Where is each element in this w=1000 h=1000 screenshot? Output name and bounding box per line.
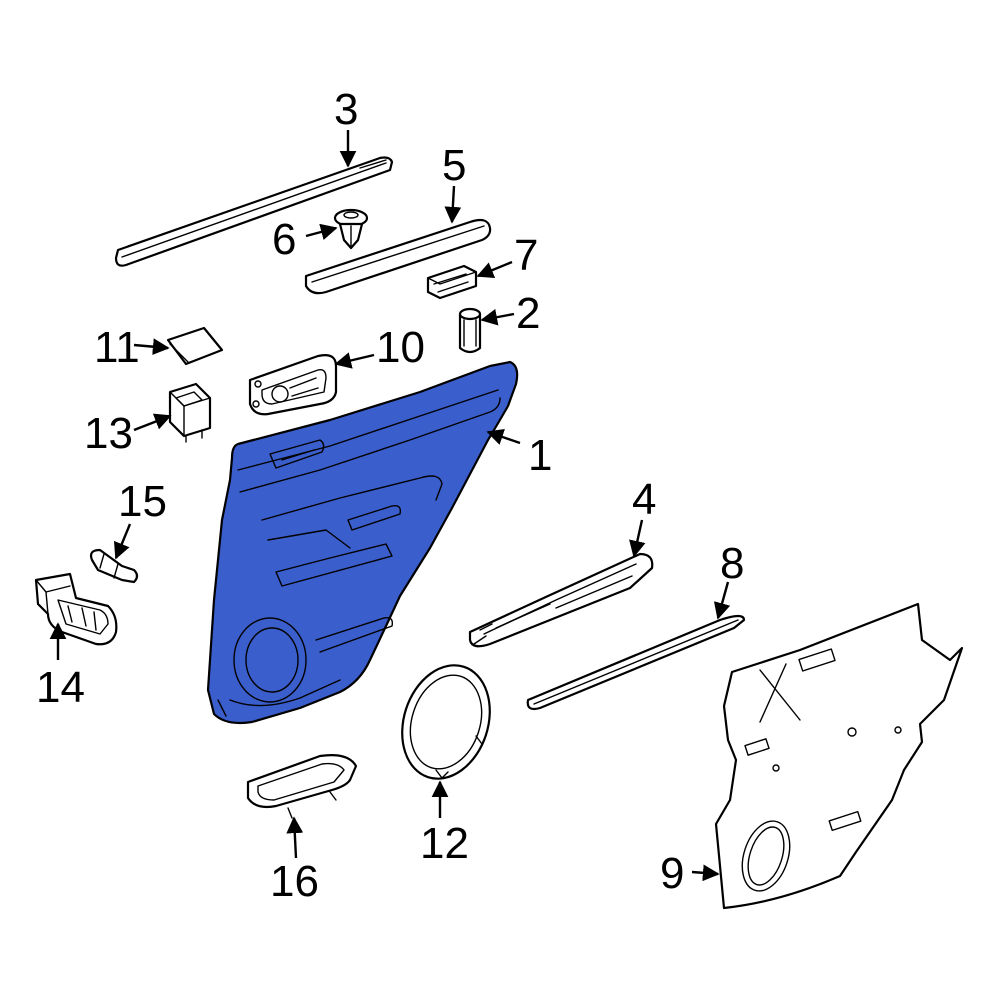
leader-lines [49,130,731,882]
leader-2 [480,308,515,326]
leader-7 [476,260,513,279]
part-7-bracket [426,264,478,300]
callout-3: 3 [334,85,358,134]
part-9-water-shield [714,602,964,910]
callout-5: 5 [442,141,466,190]
part-13-switch [168,382,212,443]
leader-11 [133,338,170,356]
part-4-armrest [468,552,654,648]
part-6-clip [333,208,369,250]
part-14-lamp-housing [34,572,118,646]
part-3-belt-molding [114,156,394,267]
leader-9 [691,864,720,882]
callout-4: 4 [632,475,656,524]
leader-10 [334,352,375,369]
part-1-door-panel [206,360,519,725]
part-15-bulb [89,548,139,584]
callout-10: 10 [376,323,425,372]
part-5-garnish [304,218,492,295]
callout-15: 15 [118,477,167,526]
part-2-cylinder [458,307,482,354]
callout-8: 8 [720,539,744,588]
callout-9: 9 [660,849,684,898]
leader-16 [286,816,304,859]
part-16-pocket [246,754,358,819]
leader-15 [113,523,132,560]
callout-labels: 1 2 3 4 5 6 7 8 9 10 11 12 13 14 15 16 [36,85,744,906]
callout-2: 2 [516,289,540,338]
callout-14: 14 [36,663,85,712]
part-10-handle-housing [248,354,338,416]
part-8-lower-strip [526,614,746,711]
part-12-speaker-ring [401,664,491,780]
leader-5 [444,185,462,224]
callout-1: 1 [528,431,552,480]
leader-4 [629,519,646,558]
leader-1 [486,428,521,445]
leader-6 [305,223,338,241]
callout-7: 7 [514,231,538,280]
callout-16: 16 [270,857,319,906]
callout-6: 6 [272,215,296,264]
leader-8 [713,581,731,620]
leader-13 [133,413,172,432]
part-11-pad [166,326,224,366]
callout-11: 11 [94,323,140,372]
callout-13: 13 [84,409,133,458]
callout-12: 12 [420,819,469,868]
